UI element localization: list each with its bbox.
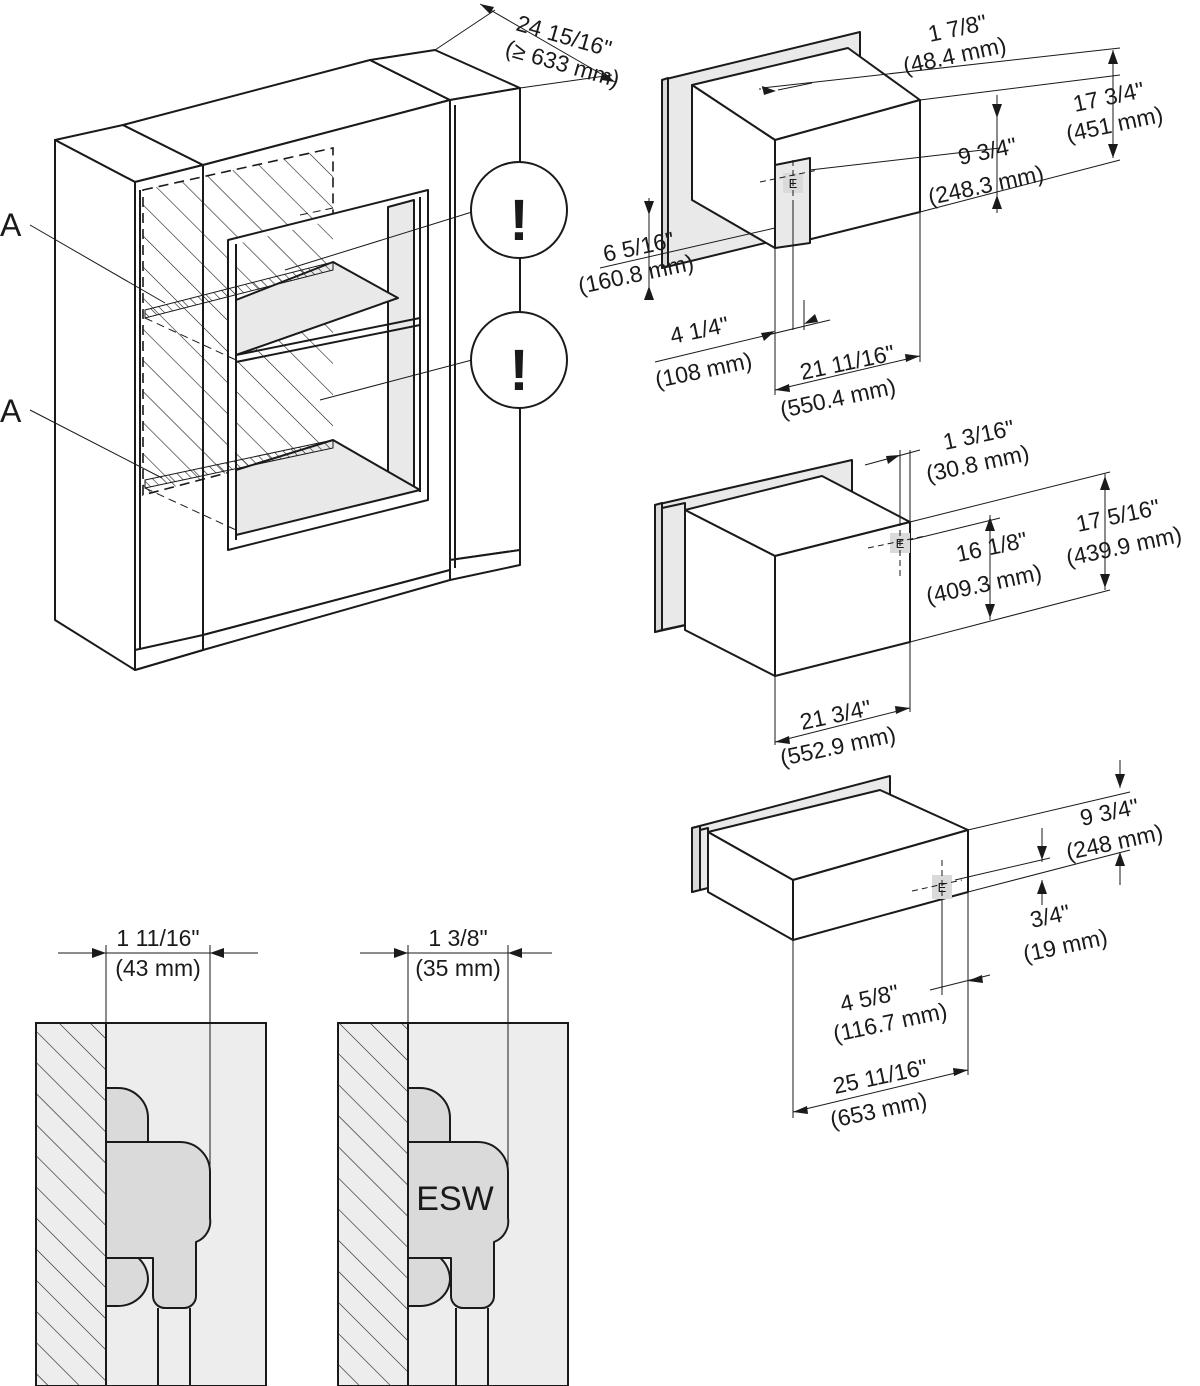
right-clearance-metric: (35 mm) [415,955,501,981]
cabinet-illustration [29,3,616,671]
bottom-appliance-illustration [691,760,1131,1118]
warning-text-lower: ! [509,338,528,403]
plug-detail-left [35,945,267,1386]
label-a-lower: A [0,393,22,429]
left-clearance-imperial: 1 11/16" [116,925,199,951]
bottom-outlet-height-imperial: 3/4" [1028,899,1073,933]
right-clearance-imperial: 1 3/8" [428,925,487,951]
top-outlet-height-imperial: 9 3/4" [956,132,1019,170]
top-depth-metric: (550.4 mm) [778,373,898,423]
top-outlet-offset-imperial: 4 1/4" [668,311,731,349]
middle-depth-metric: (552.9 mm) [778,721,898,771]
middle-outlet-height-metric: (409.3 mm) [924,559,1044,609]
top-appliance-illustration [599,31,1121,395]
top-outlet-label: E [789,176,798,191]
label-a-upper: A [0,207,22,243]
bottom-outlet-label: E [938,880,947,895]
middle-appliance-illustration [654,449,1111,745]
warning-text-upper: ! [509,188,528,253]
warning-icon-upper [470,161,568,259]
plug-detail-right [337,945,569,1386]
top-outlet-height-metric: (248.3 mm) [926,160,1046,210]
esw-plug-label: ESW [416,1180,493,1218]
top-outlet-offset-metric: (108 mm) [653,347,755,393]
bottom-height-metric: (248 mm) [1064,819,1166,865]
middle-outlet-height-imperial: 16 1/8" [954,526,1030,566]
warning-icon-lower [470,311,568,409]
middle-outlet-label: E [896,536,905,551]
left-clearance-metric: (43 mm) [115,955,201,981]
